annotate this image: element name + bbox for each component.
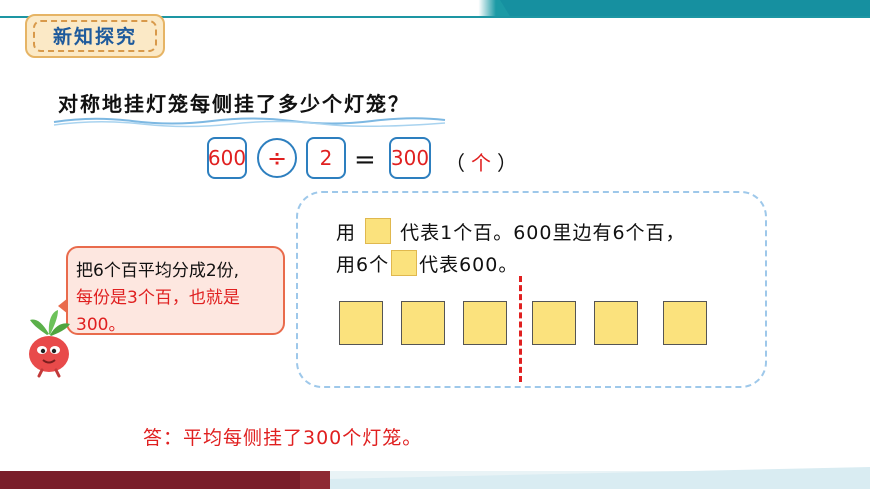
question-text: 对称地挂灯笼每侧挂了多少个灯笼？: [58, 92, 410, 116]
divide-operator-circle: ÷: [257, 138, 297, 178]
bubble-line-3: 300。: [76, 315, 126, 335]
unit-open-paren: （: [445, 151, 471, 175]
dividend-box: 600: [207, 137, 247, 179]
speech-bubble: 把6个百平均分成2份, 每份是3个百，也就是 300。: [66, 246, 285, 335]
hundred-square-icon: [391, 250, 418, 276]
split-divider: [519, 276, 522, 382]
panel-line-1-prefix: 用: [336, 222, 357, 244]
section-tag: 新知探究: [25, 14, 165, 58]
explanation-panel: [296, 191, 767, 388]
hundred-square: [401, 301, 445, 345]
unit-label: （个）: [445, 147, 523, 176]
divisor-box: 2: [306, 137, 346, 179]
hundred-square-icon: [365, 218, 392, 244]
answer-text: 答：平均每侧挂了300个灯笼。: [143, 427, 423, 449]
equals-sign: =: [354, 145, 376, 175]
section-tag-border: [33, 20, 157, 52]
hundred-square: [663, 301, 707, 345]
unit-close-paren: ）: [497, 151, 523, 175]
panel-line-2-prefix: 用6个: [336, 254, 390, 276]
hundred-square: [339, 301, 383, 345]
panel-line-2-suffix: 代表600。: [419, 254, 519, 276]
top-divider-line: [0, 16, 870, 18]
panel-line-1-suffix: 代表1个百。600里边有6个百，: [400, 222, 686, 244]
panel-line-1: 用 代表1个百。600里边有6个百，: [336, 218, 686, 245]
unit-text: 个: [471, 151, 497, 175]
hundred-square: [594, 301, 638, 345]
top-banner-accent: [500, 0, 870, 18]
bubble-line-1: 把6个百平均分成2份,: [76, 261, 240, 281]
bottom-banner: [0, 467, 870, 489]
panel-line-2: 用6个 代表600。: [336, 250, 518, 277]
result-box: 300: [389, 137, 431, 179]
question-underline: [53, 117, 446, 128]
speech-bubble-tail: [58, 298, 68, 314]
radish-mascot-icon: [29, 310, 70, 378]
bubble-line-2: 每份是3个百，也就是: [76, 288, 240, 308]
hundred-square: [532, 301, 576, 345]
section-title: 新知探究: [52, 26, 137, 48]
hundred-square: [463, 301, 507, 345]
